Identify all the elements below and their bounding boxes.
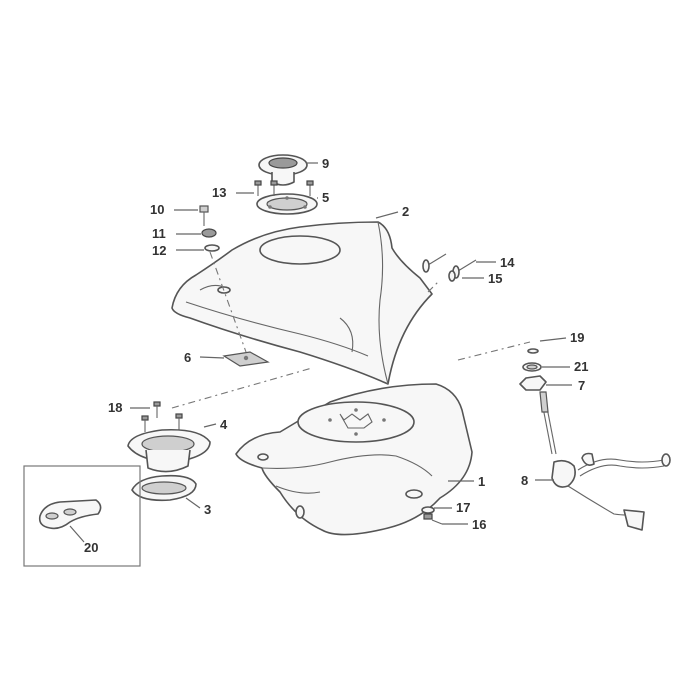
part-21-seal bbox=[522, 362, 570, 372]
callout-4: 4 bbox=[220, 417, 228, 432]
callout-20: 20 bbox=[84, 540, 98, 555]
part-17-washer bbox=[421, 506, 452, 514]
part-12-washer bbox=[176, 244, 220, 252]
callout-19: 19 bbox=[570, 330, 584, 345]
part-2-tank-cover bbox=[171, 211, 433, 385]
part-6-pad bbox=[199, 351, 270, 367]
part-8-fuel-pump bbox=[535, 391, 671, 531]
callout-14: 14 bbox=[500, 255, 515, 270]
part-15-washer bbox=[448, 270, 484, 282]
callout-6: 6 bbox=[184, 350, 191, 365]
guide-line-19 bbox=[457, 341, 531, 361]
callout-21: 21 bbox=[574, 359, 588, 374]
part-4-flange bbox=[127, 423, 217, 473]
part-10-bolt bbox=[174, 205, 209, 226]
callout-2: 2 bbox=[402, 204, 409, 219]
part-13-screws bbox=[236, 180, 314, 196]
callout-18: 18 bbox=[108, 400, 122, 415]
callout-labels: 9 13 5 10 2 11 12 14 15 19 6 21 7 18 4 1… bbox=[84, 156, 588, 555]
part-5-cap-ring bbox=[256, 193, 318, 215]
callout-13: 13 bbox=[212, 185, 226, 200]
part-16-bolt bbox=[423, 513, 468, 525]
callout-5: 5 bbox=[322, 190, 329, 205]
callout-9: 9 bbox=[322, 156, 329, 171]
callout-17: 17 bbox=[456, 500, 470, 515]
part-1-fuel-tank bbox=[235, 383, 474, 536]
part-19-o-ring bbox=[527, 337, 567, 354]
part-14-bolt bbox=[422, 253, 496, 279]
callout-10: 10 bbox=[150, 202, 164, 217]
part-3-gasket bbox=[131, 474, 201, 509]
callout-11: 11 bbox=[152, 226, 166, 241]
part-20-clip bbox=[38, 499, 102, 543]
callout-7: 7 bbox=[578, 378, 585, 393]
callout-16: 16 bbox=[472, 517, 486, 532]
guide-line-4 bbox=[171, 367, 313, 409]
guide-line-14 bbox=[427, 279, 441, 293]
callout-1: 1 bbox=[478, 474, 485, 489]
part-11-grommet bbox=[176, 228, 217, 238]
part-9-fuel-cap bbox=[258, 154, 318, 186]
callout-12: 12 bbox=[152, 243, 166, 258]
inset-box bbox=[23, 465, 141, 567]
callout-8: 8 bbox=[521, 473, 528, 488]
callout-3: 3 bbox=[204, 502, 211, 517]
callout-15: 15 bbox=[488, 271, 502, 286]
part-18-screws bbox=[130, 401, 183, 432]
guide-line-10 bbox=[209, 251, 247, 353]
part-7-nut bbox=[519, 375, 572, 391]
